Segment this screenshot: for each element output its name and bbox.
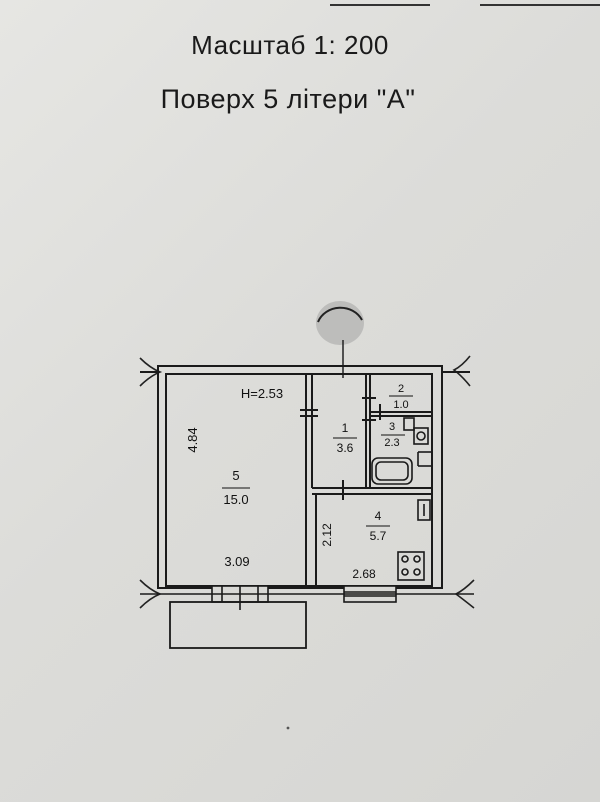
kitchen-width-dim: 2.68 (352, 567, 376, 581)
room-2-number: 2 (398, 383, 404, 395)
floor-label: Поверх 5 літери "А" (160, 84, 416, 114)
balcony (169, 601, 307, 649)
room-2-area: 1.0 (393, 399, 408, 411)
room-4-area: 5.7 (370, 529, 387, 543)
room-5-number: 5 (232, 468, 239, 483)
interior-walls (300, 374, 432, 588)
ceiling-height-label: H=2.53 (241, 386, 283, 401)
top-edge-line (330, 0, 600, 10)
room-5-area: 15.0 (223, 492, 248, 507)
room-4-number: 4 (375, 509, 382, 523)
entrance-arc (317, 306, 363, 323)
scale-label: Масштаб 1: 200 (191, 30, 389, 60)
outer-walls (140, 365, 470, 589)
room-1-area: 3.6 (337, 441, 354, 455)
room-3-area: 2.3 (384, 437, 399, 449)
room-5-width-dim: 3.09 (224, 554, 249, 569)
kitchen-fixtures (397, 499, 431, 581)
kitchen-height-dim: 2.12 (320, 523, 334, 547)
room-3-number: 3 (389, 421, 395, 433)
room-5-height-dim: 4.84 (185, 427, 200, 452)
bathroom-fixtures (371, 417, 432, 485)
windows (211, 585, 397, 610)
room-1-number: 1 (342, 421, 349, 435)
